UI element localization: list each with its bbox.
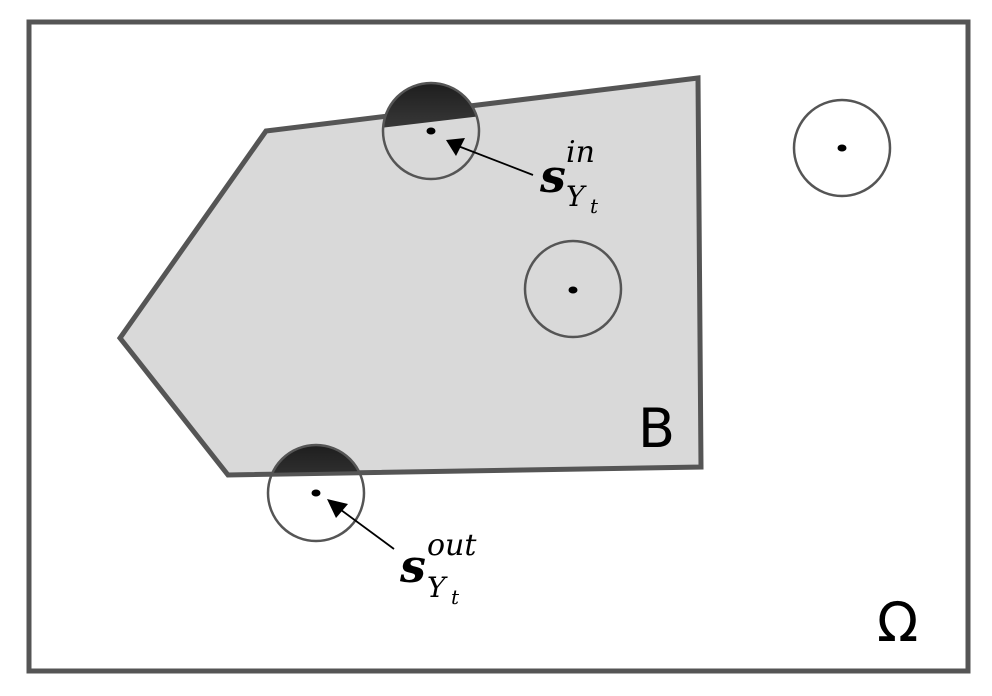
circle-out bbox=[266, 443, 366, 543]
label-s-in-superscript: in bbox=[566, 135, 595, 170]
arrow-in-shaft bbox=[457, 145, 534, 176]
dot-out bbox=[311, 489, 321, 497]
label-s-out-symbol: s bbox=[399, 539, 426, 593]
label-s-out-superscript: out bbox=[427, 528, 477, 563]
label-s-out-subsubscript: t bbox=[451, 585, 460, 609]
arrow-out-shaft bbox=[336, 506, 395, 550]
circle-exterior bbox=[792, 98, 892, 198]
cap-out bbox=[268, 445, 364, 473]
label-s-in: s in Y t bbox=[539, 135, 599, 218]
cap-in bbox=[383, 83, 479, 128]
dot-exterior bbox=[837, 144, 847, 152]
label-s-in-subsubscript: t bbox=[590, 194, 599, 218]
dot-in bbox=[426, 127, 436, 135]
circle-in bbox=[381, 81, 481, 181]
label-s-out-subscript: Y bbox=[427, 571, 448, 604]
label-s-in-subscript: Y bbox=[566, 180, 587, 213]
region-b bbox=[116, 75, 704, 478]
arrow-out-head bbox=[327, 499, 348, 518]
domain-omega-label: Ω bbox=[877, 591, 918, 654]
label-s-in-symbol: s bbox=[539, 149, 566, 203]
arrow-in-head bbox=[446, 138, 465, 156]
dot-interior bbox=[568, 286, 578, 294]
label-s-out: s out Y t bbox=[399, 528, 477, 609]
circle-interior bbox=[523, 239, 623, 339]
region-b-label: B bbox=[638, 397, 675, 460]
